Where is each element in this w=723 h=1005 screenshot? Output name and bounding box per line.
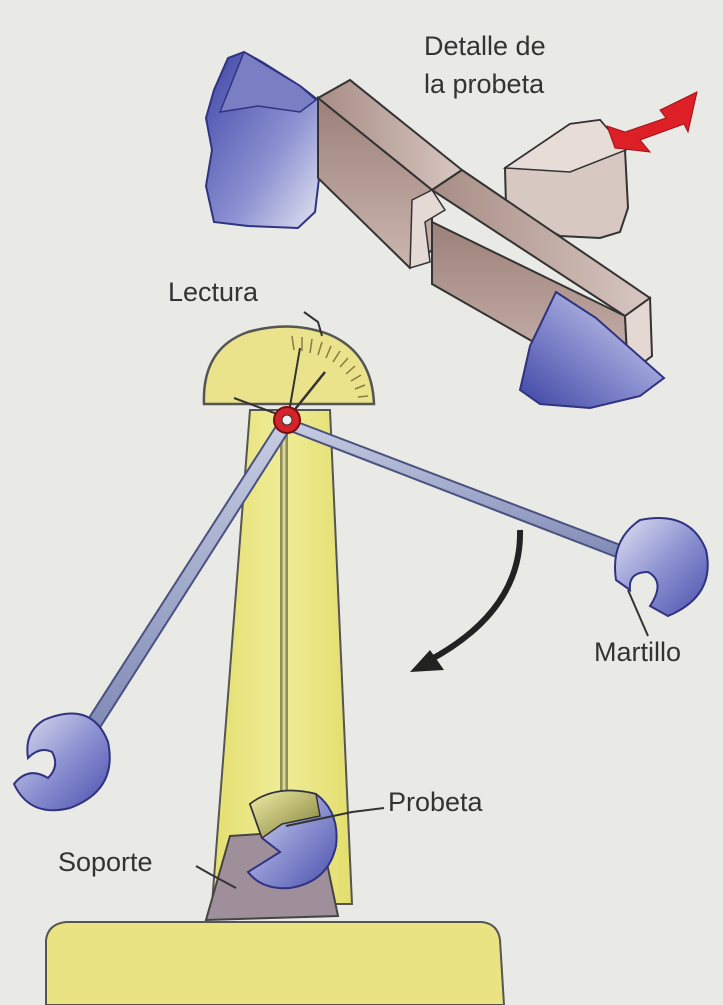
red-arrow <box>607 92 697 152</box>
specimen-label: Probeta <box>388 786 483 818</box>
pendulum-arm-raised <box>288 420 628 560</box>
swing-arrow <box>430 530 520 660</box>
hammer-swung <box>14 714 110 811</box>
machine-base <box>46 922 504 1005</box>
detail-label-line2: la probeta <box>424 68 544 100</box>
support-label: Soporte <box>58 846 153 878</box>
reading-dial <box>204 326 374 404</box>
hammer-leader <box>628 590 648 636</box>
reading-label: Lectura <box>168 276 258 308</box>
hammer-raised <box>615 518 708 616</box>
hammer-label: Martillo <box>594 636 681 668</box>
detail-label-line1: Detalle de <box>424 30 546 62</box>
